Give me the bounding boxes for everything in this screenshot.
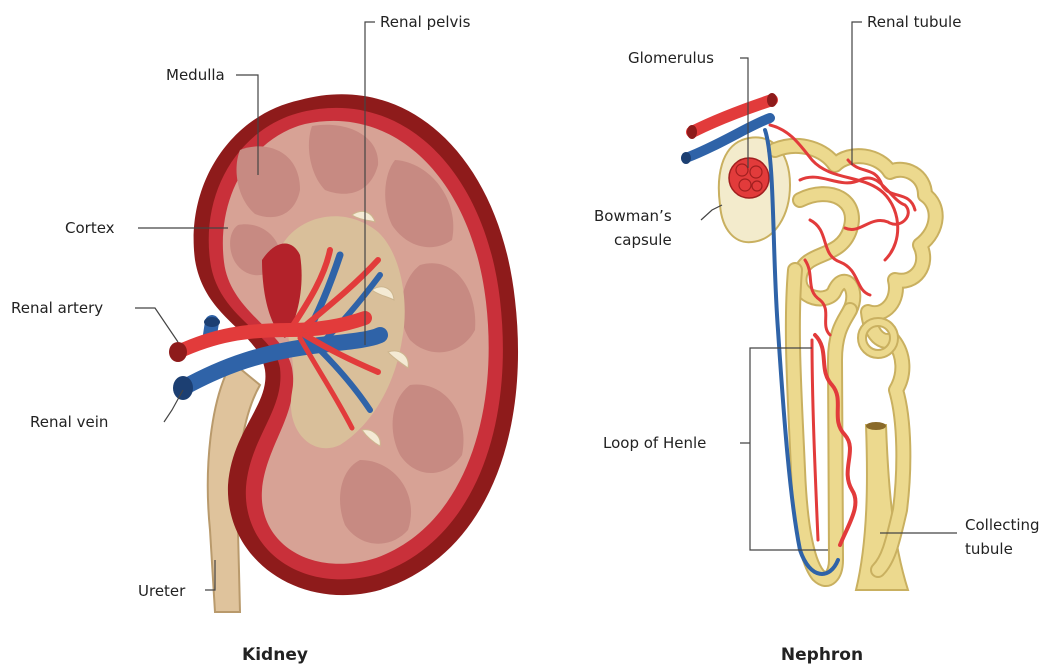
label-loop-of-henle: Loop of Henle <box>603 434 706 452</box>
label-medulla: Medulla <box>166 66 225 84</box>
label-renal-pelvis: Renal pelvis <box>380 13 471 31</box>
label-collecting-tubule-line2: tubule <box>965 540 1013 558</box>
artery-opening <box>169 342 187 362</box>
label-renal-artery: Renal artery <box>11 299 103 317</box>
capillary <box>812 340 818 540</box>
label-bowmans-capsule-line1: Bowman’s <box>594 207 672 225</box>
leader-renal-artery <box>135 308 178 342</box>
artery-opening <box>687 125 697 139</box>
label-ureter: Ureter <box>138 582 186 600</box>
label-glomerulus: Glomerulus <box>628 49 714 67</box>
leader-bowmans-capsule <box>701 205 722 220</box>
nephron-title: Nephron <box>781 645 863 665</box>
vein-stub-opening <box>204 317 220 327</box>
kidney-illustration <box>169 94 518 612</box>
label-renal-tubule: Renal tubule <box>867 13 961 31</box>
vein-opening <box>173 376 193 400</box>
label-renal-vein: Renal vein <box>30 413 108 431</box>
glomerulus <box>729 158 769 198</box>
label-bowmans-capsule-line2: capsule <box>614 231 672 249</box>
leader-renal-vein <box>164 390 183 422</box>
label-cortex: Cortex <box>65 219 115 237</box>
vein-opening <box>681 152 691 164</box>
leader-renal-tubule <box>852 22 862 165</box>
label-collecting-tubule-line1: Collecting <box>965 516 1040 534</box>
artery-opening-top <box>767 93 777 107</box>
collecting-tubule-opening <box>866 422 886 430</box>
nephron-illustration <box>681 93 936 590</box>
kidney-title: Kidney <box>242 645 308 665</box>
renal-tubule <box>775 146 936 579</box>
